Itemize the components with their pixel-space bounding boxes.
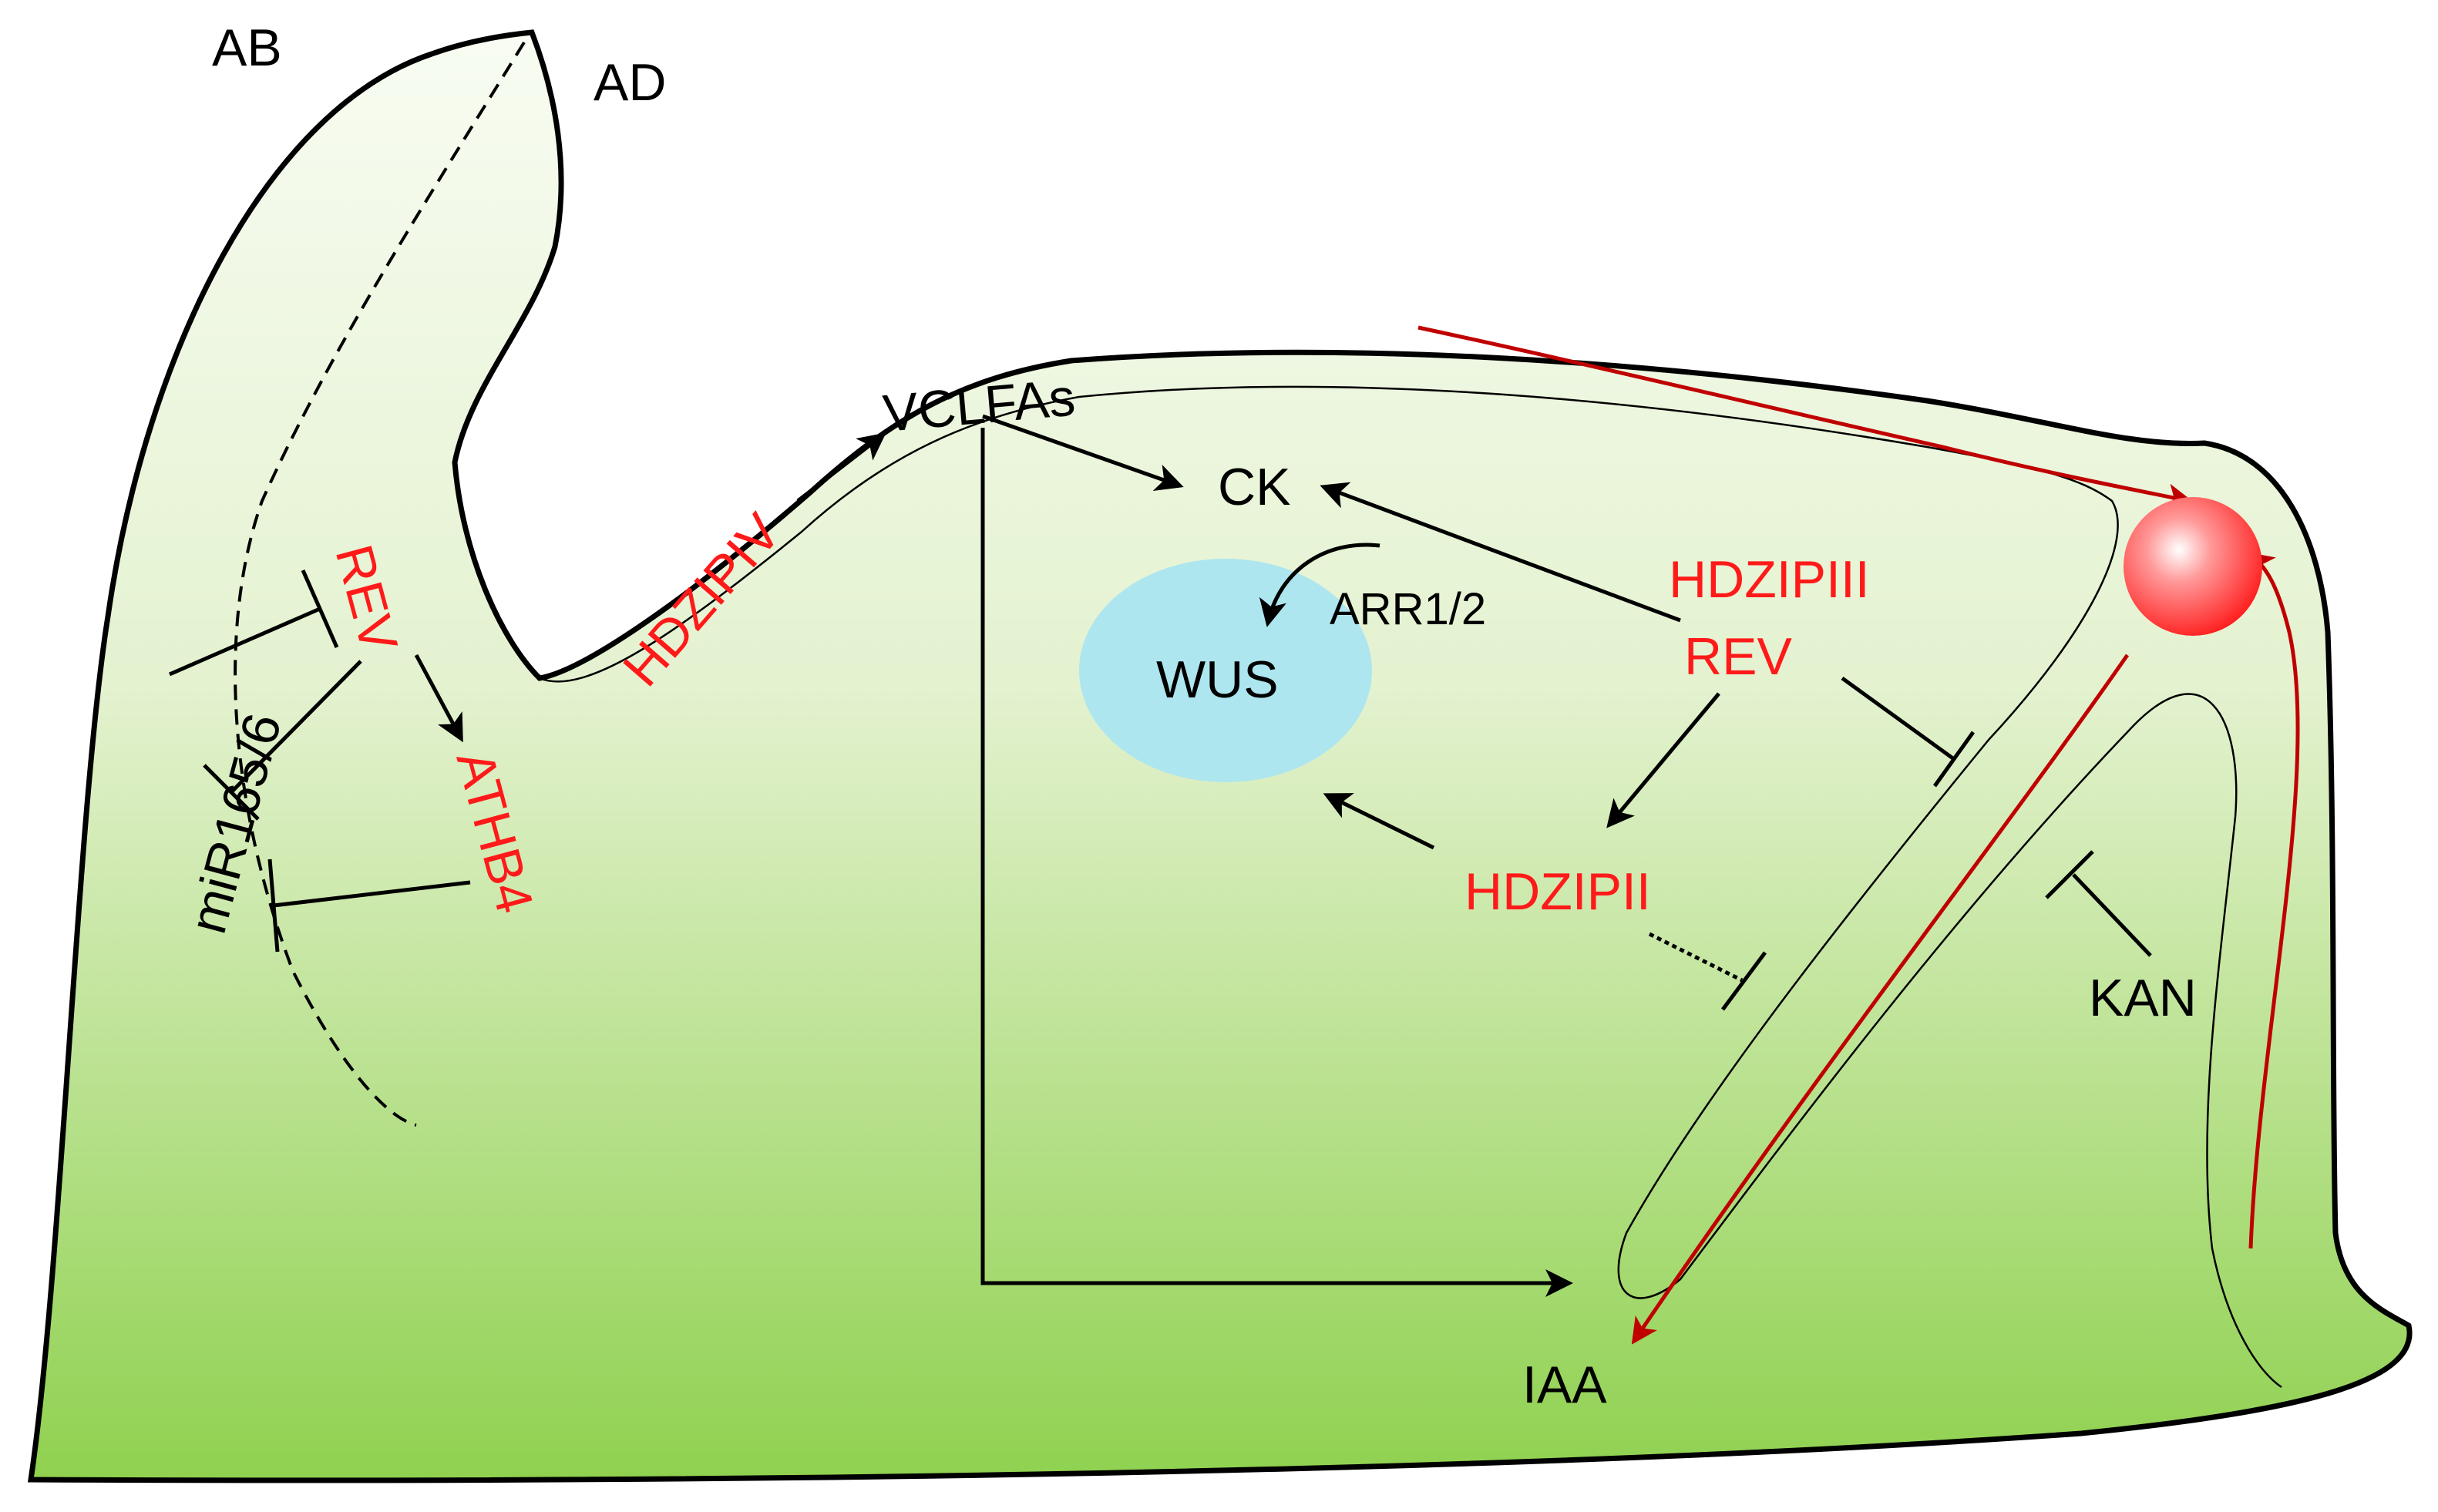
- label-ad: AD: [594, 53, 666, 112]
- inhibition-bar-rev: [301, 569, 339, 649]
- label-hdzipii: HDZIPII: [1464, 862, 1651, 921]
- rev-activates-hdzipii: [1606, 692, 1720, 828]
- hdzipiv-activates-vclfas: [796, 432, 886, 502]
- auxin-flow-up: [2247, 552, 2300, 1249]
- label-wus: WUS: [1156, 650, 1279, 709]
- inhibition-bar-mir-1: [203, 764, 260, 821]
- kan-inhibits-auxin-flow: [2072, 873, 2152, 957]
- inhibition-bar-mir-2: [267, 858, 280, 953]
- inhibition-bar-rev-right: [1932, 731, 1976, 788]
- hdzipii-inhibits-auxin-flow: [1648, 932, 1744, 983]
- label-arr1-2: ARR1/2: [1330, 584, 1486, 634]
- label-ck: CK: [1218, 458, 1290, 516]
- label-ab: AB: [212, 18, 282, 77]
- wus-domain-ellipse: [1079, 559, 1372, 782]
- rev-inhibits-auxin-flow: [1841, 676, 1955, 761]
- central-regulatory-arrows: [796, 414, 2152, 1297]
- auxin-maximum-circle: [2124, 497, 2262, 636]
- vclfas-activates-iaa: [980, 428, 1573, 1297]
- label-hdzipiii: HDZIPIII: [1669, 550, 1870, 609]
- auxin-flow-top: [1417, 325, 2194, 510]
- hdzipii-activates-wus: [1323, 793, 1435, 850]
- hdzipiii-activates-ck: [1320, 482, 1681, 623]
- rev-inhibits-mir: [230, 660, 362, 794]
- adaxial-abaxial-boundary: [234, 41, 526, 1127]
- inhibition-bar-kan: [2045, 850, 2094, 899]
- label-rev-right: REV: [1684, 627, 1792, 686]
- left-regulatory-module: [169, 569, 471, 953]
- label-iaa: IAA: [1522, 1356, 1607, 1414]
- label-kan: KAN: [2089, 969, 2197, 1027]
- vclfas-activates-ck: [982, 414, 1184, 491]
- vascular-strand-outline: [539, 385, 2282, 1389]
- athb4-inhibits-mir: [273, 880, 471, 908]
- inhibition-bar-hdzipii: [1720, 951, 1767, 1011]
- auxin-flow-down: [1631, 654, 2130, 1345]
- arr-activates-wus: [1259, 543, 1380, 627]
- mir-inhibits-rev: [169, 606, 321, 677]
- rev-activates-athb4: [414, 654, 463, 743]
